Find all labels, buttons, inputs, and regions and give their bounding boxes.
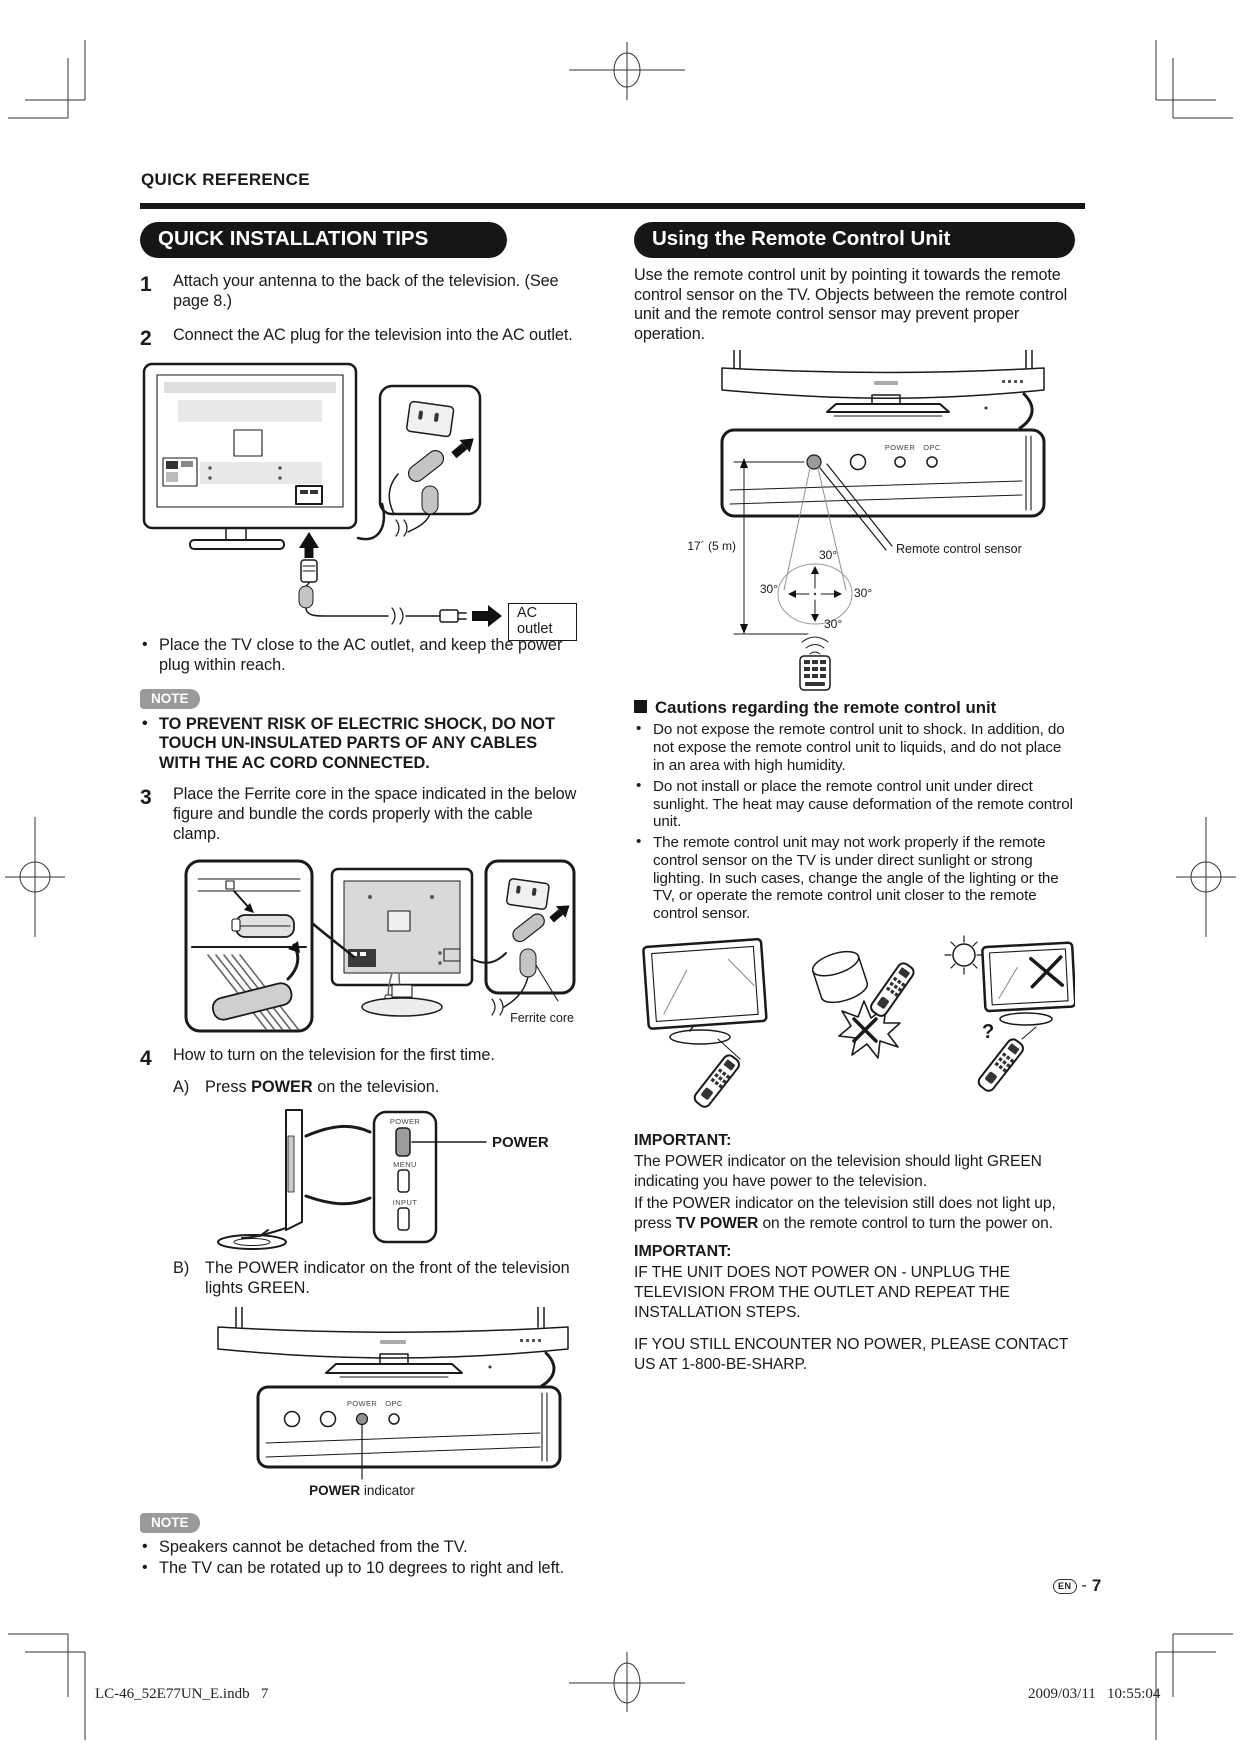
remote-sensor-diagram: [720, 350, 1046, 692]
language-badge: EN: [1053, 1578, 1077, 1594]
electric-shock-warning: TO PREVENT RISK OF ELECTRIC SHOCK, DO NO…: [140, 714, 577, 775]
important-2-text: IF THE UNIT DOES NOT POWER ON - UNPLUG T…: [634, 1263, 1010, 1321]
ferrite-core-label: Ferrite core: [510, 1010, 574, 1025]
remote-intro: Use the remote control unit by pointing …: [634, 266, 1068, 343]
remote-sensor-label: Remote control sensor: [896, 542, 1022, 557]
page-number-separator: -: [1081, 1577, 1087, 1594]
square-bullet-icon: [634, 700, 647, 714]
section-title-remote: Using the Remote Control Unit: [634, 222, 1075, 258]
fig-power-button: POWER MENU INPUT POWER: [140, 1106, 577, 1251]
step-4-number: 4: [140, 1046, 152, 1070]
note-badge-2: NOTE: [140, 1512, 200, 1533]
step-1-text: Attach your antenna to the back of the t…: [173, 272, 559, 310]
page-number: EN - 7: [1053, 1576, 1101, 1596]
tv-back-ac-diagram: [142, 362, 502, 627]
step-4-text: How to turn on the television for the fi…: [173, 1045, 495, 1064]
power-indicator-diagram: [217, 1306, 569, 1480]
power-indicator-caption: POWER indicator: [309, 1482, 415, 1498]
step-4a-text: Press POWER on the television.: [205, 1077, 440, 1096]
step-4b-label: B): [173, 1258, 190, 1277]
question-mark-label: ?: [982, 1020, 995, 1043]
fig-cautions-illustrations: ?: [634, 931, 1075, 1119]
note-badge-1: NOTE: [140, 688, 200, 709]
power-button-label: POWER: [389, 1116, 421, 1126]
power-led-label: POWER: [346, 1398, 378, 1408]
bullet-outlet: Place the TV close to the AC outlet, and…: [140, 635, 577, 676]
input-button-label: INPUT: [392, 1197, 418, 1207]
title-rule: [140, 203, 1085, 209]
ac-outlet-label: AC outlet: [508, 602, 577, 641]
tv-side-buttons-diagram: [217, 1108, 487, 1250]
cautions-illustrations: [642, 935, 1075, 1111]
cautions-title: Cautions regarding the remote control un…: [634, 698, 1075, 718]
sensor-opc-led-label: OPC: [923, 443, 941, 453]
important-1-line2: If the POWER indicator on the television…: [634, 1194, 1056, 1232]
angle-left-label: 30°: [759, 582, 778, 597]
step-4b-text: The POWER indicator on the front of the …: [205, 1258, 570, 1297]
step-4a-label: A): [173, 1077, 190, 1096]
remote-control-section: Using the Remote Control Unit Use the re…: [634, 222, 1075, 1375]
footer-filename: LC-46_52E77UN_E.indb 7: [95, 1686, 269, 1702]
step-4: 4 How to turn on the television for the …: [140, 1046, 577, 1070]
distance-label: 17´ (5 m): [687, 539, 736, 554]
step-3-number: 3: [140, 786, 152, 810]
step-1: 1 Attach your antenna to the back of the…: [140, 272, 577, 312]
angle-right-label: 30°: [854, 586, 873, 601]
note-block-1: NOTE TO PREVENT RISK OF ELECTRIC SHOCK, …: [140, 676, 577, 775]
opc-led-label: OPC: [385, 1398, 403, 1408]
power-callout-label: POWER: [492, 1133, 549, 1151]
fig-ac-connection: AC outlet: [140, 358, 577, 641]
important-2-title: IMPORTANT:: [634, 1242, 732, 1260]
caution-bullet-3: The remote control unit may not work pro…: [634, 833, 1075, 923]
fig-ferrite-core: Ferrite core: [140, 853, 577, 1037]
fig-remote-sensor: POWER OPC 17´ (5 m) 30° 30° 30° 30° Remo…: [634, 350, 1075, 692]
note-2-bullet-2: The TV can be rotated up to 10 degrees t…: [140, 1558, 577, 1579]
page-title: QUICK REFERENCE: [141, 170, 310, 189]
important-1-title: IMPORTANT:: [634, 1131, 732, 1149]
step-4b: B) The POWER indicator on the front of t…: [173, 1259, 577, 1299]
section-title-installation: QUICK INSTALLATION TIPS: [140, 222, 507, 258]
step-3: 3 Place the Ferrite core in the space in…: [140, 785, 577, 845]
note-block-2: NOTE Speakers cannot be detached from th…: [140, 1503, 577, 1580]
contact-text: IF YOU STILL ENCOUNTER NO POWER, PLEASE …: [634, 1335, 1069, 1373]
caution-bullet-1: Do not expose the remote control unit to…: [634, 720, 1075, 774]
angle-bottom-label: 30°: [824, 617, 843, 632]
angle-top-label: 30°: [819, 548, 838, 563]
menu-button-label: MENU: [393, 1159, 417, 1169]
step-2-number: 2: [140, 326, 152, 350]
quick-installation-section: QUICK INSTALLATION TIPS 1 Attach your an…: [140, 222, 577, 1579]
note-2-bullet-1: Speakers cannot be detached from the TV.: [140, 1537, 577, 1558]
caution-bullet-2: Do not install or place the remote contr…: [634, 777, 1075, 831]
important-1-line1: The POWER indicator on the television sh…: [634, 1152, 1042, 1190]
fig-power-indicator: POWER OPC POWER indicator: [140, 1306, 577, 1503]
step-2: 2 Connect the AC plug for the television…: [140, 326, 577, 350]
step-3-text: Place the Ferrite core in the space indi…: [173, 785, 577, 843]
step-1-number: 1: [140, 273, 152, 296]
step-2-text: Connect the AC plug for the television i…: [173, 325, 573, 344]
page-number-value: 7: [1091, 1576, 1102, 1595]
footer-timestamp: 2009/03/11 10:55:04: [1028, 1686, 1161, 1702]
sensor-power-led-label: POWER: [884, 443, 916, 453]
step-4a: A) Press POWER on the television.: [173, 1078, 577, 1098]
ferrite-core-diagram: [184, 859, 576, 1033]
